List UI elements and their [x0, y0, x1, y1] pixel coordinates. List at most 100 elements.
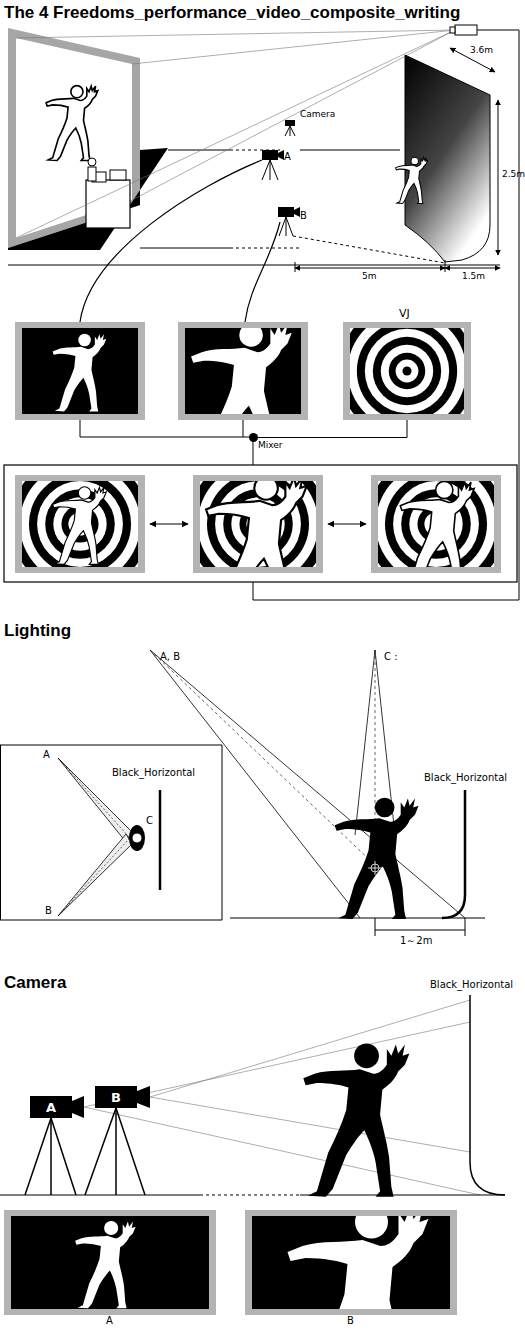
- node-text: B: [95, 1091, 137, 1104]
- monitor-screen: [188, 454, 327, 622]
- dimension-label: 5m: [362, 272, 377, 281]
- projector-body: [455, 25, 477, 35]
- switch-arrow: [328, 523, 366, 524]
- dancer-image: [191, 323, 292, 469]
- beam-axis: [150, 650, 378, 868]
- node-text: B: [347, 1316, 354, 1326]
- tripod-leg: [286, 217, 287, 236]
- screen-surface: [16, 38, 132, 238]
- backdrop-label: Black_Horizontal: [424, 773, 507, 783]
- camera-cable: [80, 160, 262, 322]
- floor-line: [200, 1195, 300, 1196]
- camera-lens: [278, 150, 284, 160]
- camera-lens: [294, 207, 300, 217]
- monitor-screen: [185, 323, 301, 469]
- monitor-screen: [366, 454, 505, 593]
- light-beam-edge: [150, 650, 465, 918]
- composite-monitor: [188, 454, 327, 622]
- connector: [258, 420, 407, 438]
- focus-mark: [375, 861, 376, 875]
- plan-frame: [0, 745, 1, 920]
- tripod-leg: [279, 217, 286, 236]
- node-text: A: [284, 152, 291, 162]
- mixer-node: Mixer: [249, 433, 258, 442]
- lighting-side: [150, 650, 485, 936]
- node-text: A: [106, 1316, 113, 1326]
- dimension-line: [375, 930, 465, 931]
- dimension-tick: [465, 918, 466, 936]
- light-label: A: [43, 750, 50, 760]
- performer-silhouette: [335, 798, 419, 919]
- vj-rings: [10, 454, 149, 593]
- black-horizontal-side: [442, 790, 465, 918]
- distance-guide: [293, 236, 445, 263]
- camera-body: [285, 120, 295, 126]
- view-line: [84, 1107, 480, 1195]
- monitor: [178, 322, 308, 469]
- backdrop: [396, 55, 490, 262]
- floor-line: [0, 1195, 200, 1196]
- room-line: [300, 150, 400, 151]
- dancer-image: [206, 476, 307, 622]
- dancer-image: [75, 1221, 135, 1308]
- screen-frame: [8, 28, 140, 248]
- dancer-image: [288, 1206, 429, 1332]
- view-line: [84, 1022, 470, 1107]
- projection-beams: [16, 30, 455, 238]
- vj-monitor: VJ: [343, 322, 471, 420]
- output-monitor: [4, 1210, 216, 1315]
- cameras-top: [80, 120, 445, 322]
- wire: [243, 420, 244, 437]
- wire: [80, 420, 81, 437]
- light-label: C: [146, 816, 153, 826]
- vj-rings: [339, 303, 476, 440]
- switch-arrow: [150, 523, 188, 524]
- camera-side: [0, 995, 505, 1197]
- tripod-leg: [262, 160, 270, 180]
- wire: [80, 437, 250, 438]
- dancer-image: [400, 481, 474, 588]
- black-horizontal-side: [470, 995, 505, 1195]
- tripod-leg: [50, 1118, 52, 1195]
- beam-axis: [58, 839, 129, 916]
- tripod-leg: [25, 1118, 51, 1195]
- tripod-leg: [270, 160, 278, 180]
- tripod-leg: [51, 1118, 76, 1195]
- dimension-line: [295, 268, 445, 269]
- dancer-image: [53, 487, 107, 565]
- wire: [253, 440, 254, 465]
- room-line: [230, 248, 300, 249]
- light-beam-edge: [355, 650, 375, 835]
- room-line: [140, 248, 230, 249]
- tripod-leg: [116, 1108, 145, 1195]
- view-line: [150, 1097, 470, 1152]
- light-label: C :: [384, 652, 398, 662]
- dancer-image: [53, 334, 107, 412]
- vj-rings: [366, 454, 505, 593]
- light-label: A, B: [160, 652, 180, 662]
- dimension-label: 1.5m: [462, 272, 485, 281]
- node-text: VJ: [399, 308, 410, 319]
- room-line: [168, 150, 230, 151]
- tripod-leg: [115, 1108, 117, 1195]
- plan-frame: [0, 745, 222, 920]
- output-monitor: [245, 1206, 457, 1332]
- output-monitor-node: B: [245, 1210, 457, 1315]
- projector-lens: [450, 27, 455, 33]
- monitor-frame: [4, 1210, 216, 1315]
- floor-line: [300, 1195, 505, 1196]
- monitor-screen: [10, 454, 149, 593]
- projection-screen: [8, 28, 140, 248]
- monitor-screen: [252, 1206, 450, 1332]
- node-text: B: [300, 211, 307, 221]
- dimension-line: [498, 100, 499, 255]
- dimension-label: 2.5m: [502, 170, 525, 179]
- deck: [110, 170, 126, 180]
- camera-node: B: [278, 207, 294, 217]
- projected-dancer: [46, 86, 98, 161]
- dimension-line: [445, 268, 500, 269]
- dimensions: [295, 48, 500, 272]
- output-monitor-node: A: [4, 1210, 216, 1315]
- tripod-leg: [290, 126, 295, 136]
